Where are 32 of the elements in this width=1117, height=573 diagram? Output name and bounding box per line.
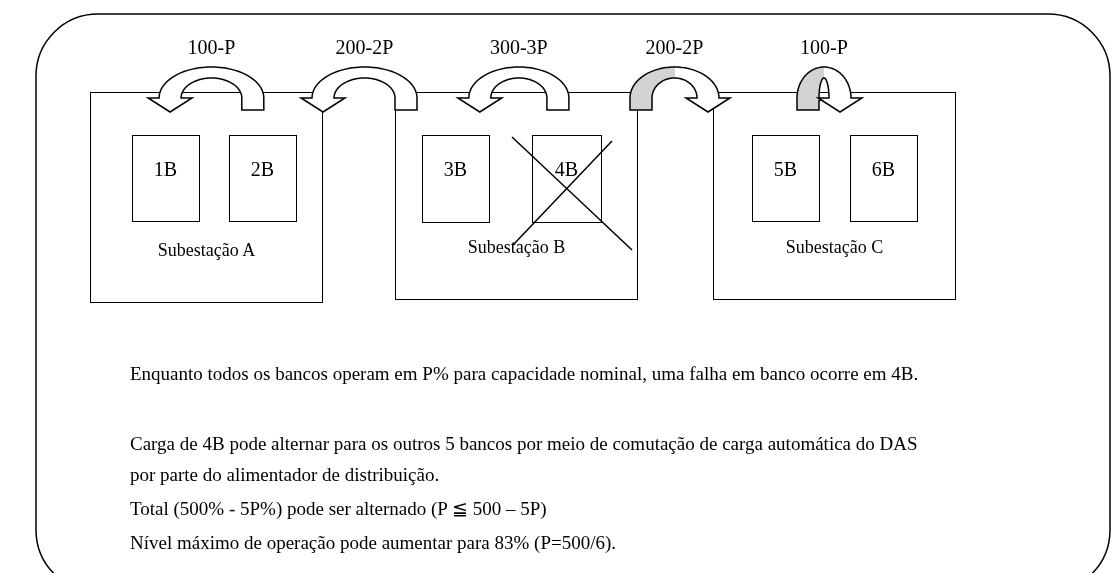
bank-box: [849, 134, 918, 222]
note-text: Total (500% - 5P%) pode ser alternado (P ≦ 500 – 5P): [130, 497, 548, 521]
bank-label: 5B: [773, 157, 798, 181]
bank-label: 1B: [153, 157, 178, 181]
note-text: Enquanto todos os bancos operam em P% para capacidade nominal, uma falha em banco ocorre em 4B.: [130, 362, 920, 386]
curved-arrow: [629, 66, 733, 113]
curved-arrow: [455, 66, 570, 113]
note-text: Nível máximo de operação pode aumentar para 83% (P=500/6).: [130, 531, 618, 555]
bank-box: [751, 134, 820, 222]
bank-label: 4B: [554, 157, 579, 181]
bank-box: [421, 134, 490, 223]
curved-arrow: [796, 66, 865, 113]
bank-label: 3B: [443, 157, 468, 181]
edge-label: 200-2P: [335, 36, 394, 59]
curved-arrow: [298, 66, 418, 113]
substation-label: Subestação B: [467, 237, 566, 258]
substation-box: [90, 92, 323, 303]
edge-label: 200-2P: [645, 36, 704, 59]
bank-label: 6B: [871, 157, 896, 181]
edge-label: 100-P: [187, 36, 236, 59]
substation-label: Subestação A: [157, 240, 256, 261]
bank-label: 2B: [250, 157, 275, 181]
substation-label: Subestação C: [785, 237, 884, 258]
substation-box: [395, 92, 638, 300]
note-text: Carga de 4B pode alternar para os outros 5 bancos por meio de comutação de carga automática do DAS por parte do alimentador de distribuição.: [130, 432, 919, 487]
bank-box: [131, 134, 200, 222]
edge-label: 300-3P: [489, 36, 548, 59]
bank-box: [228, 134, 297, 222]
bank-box: [531, 134, 602, 223]
edge-label: 100-P: [800, 36, 848, 59]
curved-arrow: [145, 66, 265, 113]
substation-box: [713, 92, 956, 300]
